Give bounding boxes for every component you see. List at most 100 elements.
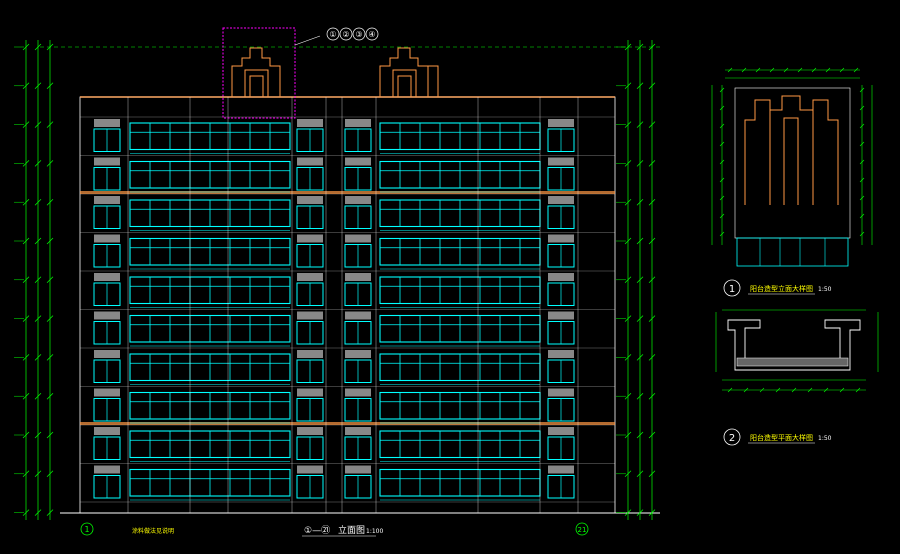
elevation-note: 涂料做法见说明 xyxy=(132,527,174,535)
tower-band xyxy=(548,234,574,243)
tower-band xyxy=(345,273,371,281)
detail-2-number: 2 xyxy=(729,433,735,444)
tower-band xyxy=(94,196,120,204)
detail-1-dim-tick xyxy=(859,195,865,201)
dimension-tick xyxy=(648,43,656,51)
dimension-tick xyxy=(648,392,656,400)
detail-1-dim-tick xyxy=(719,213,725,219)
tower-band xyxy=(345,388,371,397)
dimension-tick xyxy=(636,509,644,516)
dimension-tick xyxy=(34,160,42,167)
elevation-title-prefix: ①—㉑ xyxy=(304,525,330,536)
dimension-tick xyxy=(636,315,644,322)
tower-band xyxy=(297,157,323,166)
dimension-tick xyxy=(636,237,644,245)
detail-1-dim-tick xyxy=(859,141,865,147)
dimension-tick xyxy=(648,431,656,439)
dimension-tick xyxy=(22,470,30,478)
detail-2-section xyxy=(727,319,861,371)
dimension-tick xyxy=(22,392,30,400)
detail-2-dim-tick xyxy=(759,387,765,393)
detail-1-number-circle xyxy=(723,279,741,297)
dimension-tick xyxy=(46,237,54,245)
dimension-tick xyxy=(648,509,656,516)
dimension-tick xyxy=(636,470,644,478)
dimension-tick xyxy=(22,509,30,516)
detail-2: 2 阳台造型平面大样图 1:50 xyxy=(715,309,879,446)
detail-1-dim-tick xyxy=(839,67,845,73)
detail-1-dim-tick xyxy=(719,123,725,129)
dimension-tick xyxy=(46,276,54,284)
dimension-tick xyxy=(46,431,54,439)
dimension-tick xyxy=(34,237,42,245)
tower-band xyxy=(297,119,323,127)
rooftop-parapet-right xyxy=(379,47,439,97)
dimension-tick xyxy=(34,315,42,322)
detail-1-dim-tick xyxy=(719,177,725,183)
tower-band xyxy=(297,196,323,204)
dimension-tick xyxy=(34,354,42,361)
tower-band xyxy=(94,350,120,358)
dimension-tick xyxy=(46,509,54,516)
tower-band xyxy=(297,427,323,435)
callout-leader xyxy=(294,35,321,46)
detail-1-dim-tick xyxy=(719,105,725,111)
detail-1-dim-tick xyxy=(719,195,725,201)
dimension-tick xyxy=(22,198,30,206)
tower-band xyxy=(548,388,574,397)
dimension-tick xyxy=(624,237,632,245)
dimension-tick xyxy=(648,276,656,284)
detail-2-dim-tick xyxy=(823,387,829,393)
dimension-tick xyxy=(624,276,632,284)
dimension-tick xyxy=(636,431,644,439)
dimension-tick xyxy=(624,392,632,400)
tower-band xyxy=(548,350,574,358)
floor-band xyxy=(80,422,615,425)
dimension-tick xyxy=(34,431,42,439)
dimension-tick xyxy=(636,82,644,90)
detail-1-dim-tick xyxy=(719,231,725,237)
dimension-tick xyxy=(34,82,42,90)
elevation-title: 立面图 xyxy=(338,524,365,536)
dimension-tick xyxy=(648,198,656,206)
tower-band xyxy=(297,350,323,358)
tower-band xyxy=(548,273,574,281)
tower-band xyxy=(94,427,120,435)
detail-1-dim-tick xyxy=(741,67,747,73)
dimension-tick xyxy=(46,470,54,478)
dimension-tick xyxy=(636,43,644,51)
axis-marker-right xyxy=(575,522,589,536)
tower-band xyxy=(345,427,371,435)
detail-1-dim-tick xyxy=(797,67,803,73)
tower-band xyxy=(94,157,120,166)
detail-1-dim-tick xyxy=(755,67,761,73)
detail-1-dim-tick xyxy=(859,231,865,237)
dimension-tick xyxy=(46,82,54,90)
tower-band xyxy=(548,119,574,127)
window-bays xyxy=(93,97,579,513)
detail-2-number-circle xyxy=(723,428,741,446)
dimension-tick xyxy=(624,315,632,322)
detail-1-number: 1 xyxy=(729,284,735,295)
detail-2-hatch xyxy=(736,357,849,367)
tower-band xyxy=(94,273,120,281)
dimension-tick xyxy=(46,315,54,322)
callout-label-3: ③ xyxy=(355,30,362,39)
tower-band xyxy=(548,311,574,320)
detail-2-dim-tick xyxy=(855,387,861,393)
detail-1-dim-tick xyxy=(859,213,865,219)
tower-band xyxy=(297,234,323,243)
dimension-tick xyxy=(22,82,30,90)
tower-band xyxy=(94,465,120,474)
detail-1-dim-tick xyxy=(719,87,725,93)
dimension-tick xyxy=(22,354,30,361)
detail-1-dim-tick xyxy=(719,159,725,165)
detail-1-dim-tick xyxy=(727,67,733,73)
dimension-tick xyxy=(624,43,632,51)
tower-band xyxy=(345,234,371,243)
revision-cloud xyxy=(222,27,296,119)
callout-label-4: ④ xyxy=(368,30,375,39)
detail-1-dim-tick xyxy=(859,159,865,165)
dimension-tick xyxy=(648,354,656,361)
